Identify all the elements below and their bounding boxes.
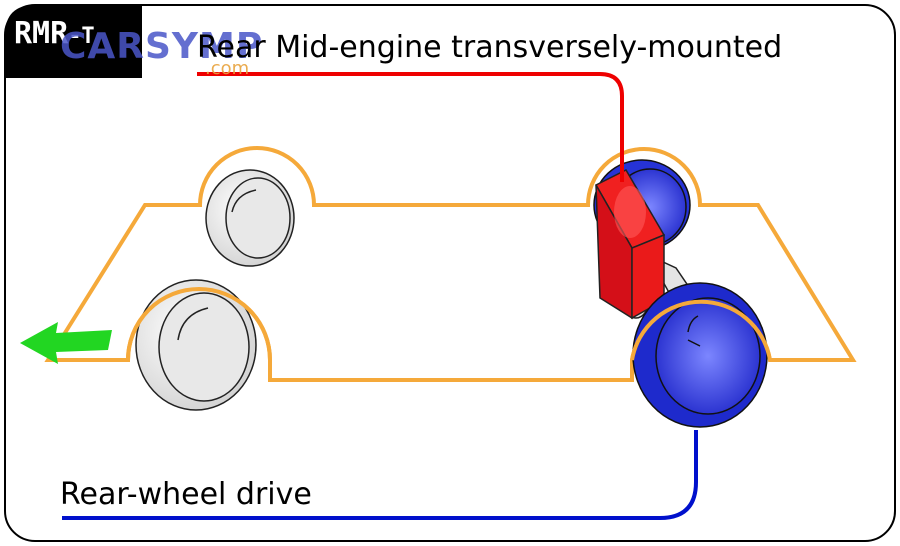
diagram-frame [4, 4, 896, 542]
left-arrow-icon [20, 322, 112, 364]
rear-arch-outline [630, 299, 772, 361]
drive-type-label: Rear-wheel drive [60, 477, 312, 512]
rear-right-wheel [632, 282, 768, 428]
front-right-wheel [135, 279, 257, 411]
engine-leader-line [197, 72, 624, 182]
front-arch-outline [126, 287, 272, 361]
layout-badge-text: RMR-T [14, 16, 95, 51]
drive-leader-line [62, 430, 698, 520]
engine-block [594, 169, 666, 320]
engine-layout-label: Rear Mid-engine transversely-mounted [197, 30, 783, 65]
layout-badge [5, 5, 142, 78]
front-left-wheel [205, 169, 295, 267]
badge-main-text: RMR [14, 16, 69, 51]
watermark-logo: CARSYMP [60, 26, 264, 67]
watermark-logo-suffix: .com [205, 58, 250, 79]
badge-suffix-text: -T [68, 24, 95, 49]
